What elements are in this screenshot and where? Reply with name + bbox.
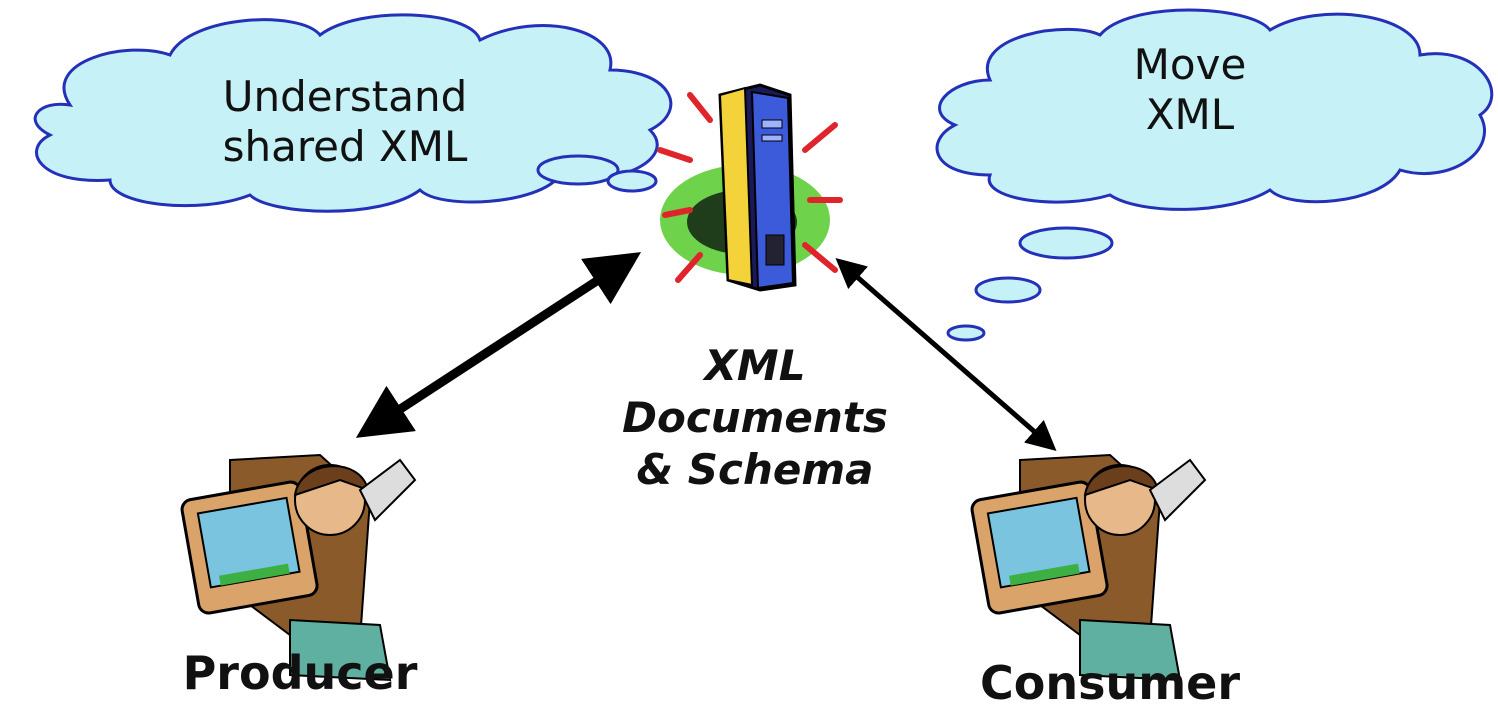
left-cloud-line-2: shared XML xyxy=(222,122,468,171)
consumer-person-at-computer-icon xyxy=(970,453,1207,682)
right-cloud-line-1: Move xyxy=(1133,40,1247,89)
center-label-line-1: XML xyxy=(704,341,806,390)
right-cloud-line-2: XML xyxy=(1145,90,1235,139)
consumer-label: Consumer xyxy=(979,656,1241,710)
center-label-line-2: Documents xyxy=(622,393,888,442)
server-consumer-arrow xyxy=(835,258,1057,451)
producer-server-arrow xyxy=(355,252,642,438)
producer-label: Producer xyxy=(182,646,418,700)
xml-documents-schema-label: XML Documents & Schema xyxy=(590,340,920,496)
thought-cloud-right xyxy=(935,8,1494,342)
center-label-line-3: & Schema xyxy=(636,445,874,494)
thought-cloud-left xyxy=(33,13,673,213)
left-cloud-label: Understand shared XML xyxy=(210,72,480,172)
right-cloud-label: Move XML xyxy=(1110,40,1270,140)
left-cloud-line-1: Understand xyxy=(222,72,468,121)
producer-person-at-computer-icon xyxy=(180,453,417,682)
xml-server-icon xyxy=(657,83,843,292)
